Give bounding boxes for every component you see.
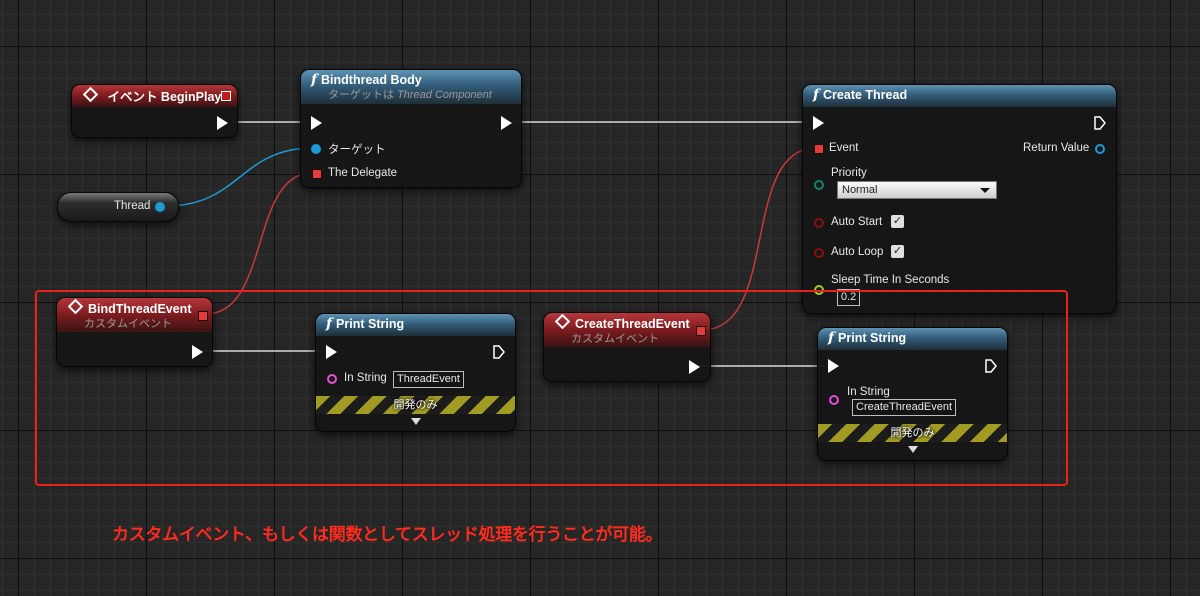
exec-out-pin[interactable] <box>689 360 700 374</box>
exec-in-pin[interactable] <box>813 116 824 130</box>
node-title: Print String <box>336 317 405 331</box>
in-string-label: In String <box>344 372 387 384</box>
event-delegate-pin[interactable] <box>814 144 824 154</box>
auto-start-checkbox[interactable]: ✓ <box>891 215 904 228</box>
highlight-box <box>35 290 1068 486</box>
function-f-icon: f <box>813 87 820 103</box>
node-subtitle-target: Thread Component <box>397 89 492 101</box>
exec-out-pin[interactable] <box>217 116 228 130</box>
in-string-input[interactable]: ThreadEvent <box>393 371 464 388</box>
exec-out-hollow-icon <box>1094 116 1106 130</box>
return-value-label: Return Value <box>1023 142 1090 154</box>
delegate-out-pin[interactable] <box>696 326 706 336</box>
node-create-thread-event[interactable]: CreateThreadEvent カスタムイベント <box>543 312 711 382</box>
node-subtitle: カスタムイベント <box>571 333 659 345</box>
in-string-input[interactable]: CreateThreadEvent <box>852 399 956 416</box>
event-pin-label: Event <box>829 142 859 154</box>
exec-in-pin[interactable] <box>326 345 337 359</box>
function-f-icon: f <box>828 330 835 346</box>
auto-loop-label: Auto Loop <box>831 246 884 258</box>
node-title: Print String <box>838 331 907 345</box>
sleep-time-label: Sleep Time In Seconds <box>831 274 950 286</box>
exec-in-pin[interactable] <box>311 116 322 130</box>
exec-out-hollow-icon <box>493 345 505 359</box>
exec-out-pin[interactable] <box>493 345 505 359</box>
delegate-pin-square[interactable] <box>221 91 231 101</box>
development-only-bar: 開発のみ <box>818 424 1007 442</box>
in-string-label: In String <box>847 386 890 398</box>
auto-start-pin[interactable] <box>814 218 824 228</box>
object-wire-thread-target <box>165 147 314 207</box>
sleep-time-input[interactable]: 0.2 <box>837 289 861 306</box>
node-title: BindThreadEvent <box>88 302 192 316</box>
priority-value: Normal <box>842 184 878 196</box>
node-header: イベント BeginPlay <box>72 85 237 107</box>
string-pin[interactable] <box>829 395 839 405</box>
priority-dropdown[interactable]: Normal <box>837 181 997 199</box>
node-begin-play[interactable]: イベント BeginPlay <box>71 84 238 138</box>
string-pin[interactable] <box>327 374 337 384</box>
target-pin[interactable] <box>311 144 321 154</box>
delegate-pin-label: The Delegate <box>328 167 398 179</box>
expand-arrow-icon[interactable] <box>907 446 918 453</box>
priority-pin-label: Priority <box>831 167 867 179</box>
expand-arrow-icon[interactable] <box>410 418 421 425</box>
function-f-icon: f <box>326 316 333 332</box>
exec-out-pin[interactable] <box>192 345 203 359</box>
annotation-text: カスタムイベント、もしくは関数としてスレッド処理を行うことが可能。 <box>112 525 663 544</box>
node-header: CreateThreadEvent カスタムイベント <box>544 313 710 347</box>
node-bind-thread-event[interactable]: BindThreadEvent カスタムイベント <box>56 297 213 367</box>
variable-label: Thread <box>114 200 151 212</box>
exec-out-pin[interactable] <box>1094 116 1106 130</box>
delegate-pin[interactable] <box>312 169 322 179</box>
exec-out-pin[interactable] <box>501 116 512 130</box>
node-title: CreateThreadEvent <box>575 317 690 331</box>
node-title: Bindthread Body <box>321 73 422 87</box>
exec-out-pin[interactable] <box>985 359 997 373</box>
chevron-down-icon <box>980 188 990 193</box>
variable-node-thread[interactable]: Thread <box>57 192 179 222</box>
node-subtitle: ターゲットは <box>328 89 398 101</box>
node-subtitle: カスタムイベント <box>84 318 172 330</box>
auto-loop-checkbox[interactable]: ✓ <box>891 245 904 258</box>
target-pin-label: ターゲット <box>328 144 386 156</box>
exec-in-pin[interactable] <box>828 359 839 373</box>
auto-loop-pin[interactable] <box>814 248 824 258</box>
return-value-pin[interactable] <box>1095 144 1105 154</box>
exec-out-hollow-icon <box>985 359 997 373</box>
node-title: イベント BeginPlay <box>107 90 222 104</box>
development-only-bar: 開発のみ <box>316 396 515 414</box>
auto-start-label: Auto Start <box>831 216 883 228</box>
delegate-out-pin[interactable] <box>198 311 208 321</box>
node-title: Create Thread <box>823 88 908 102</box>
object-out-pin[interactable] <box>155 202 165 212</box>
priority-pin[interactable] <box>814 180 824 190</box>
node-header: BindThreadEvent カスタムイベント <box>57 298 212 332</box>
function-f-icon: f <box>311 72 318 88</box>
event-diamond-icon <box>82 86 99 103</box>
